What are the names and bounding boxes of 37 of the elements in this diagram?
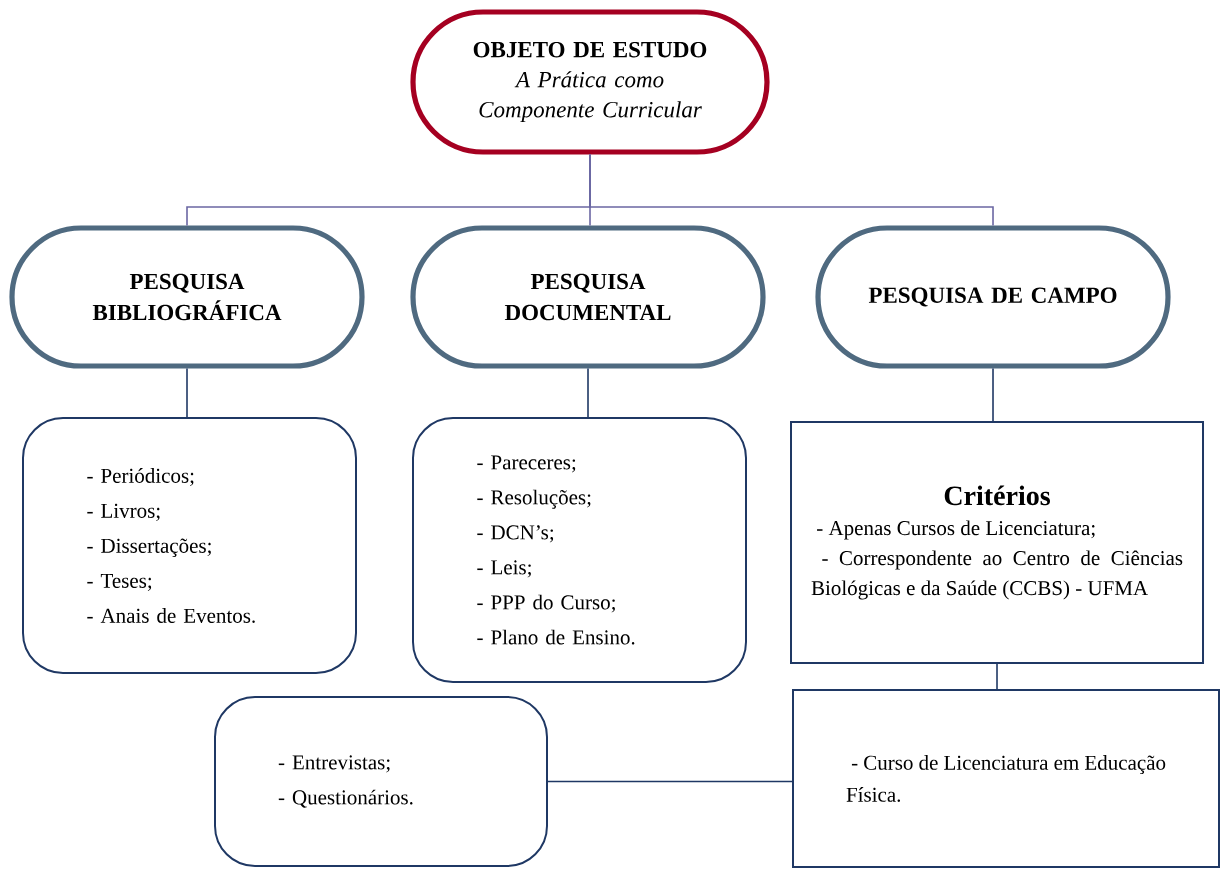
connector-line: [996, 663, 998, 690]
list-item: - Apenas Cursos de Licenciatura;: [817, 520, 1095, 540]
connector-line: [547, 780, 793, 783]
heading-text: PESQUISA DE CAMPO: [868, 287, 1117, 307]
category-pill: [410, 225, 766, 369]
list-item: - Teses;: [87, 573, 152, 591]
list-item: - Livros;: [87, 503, 160, 521]
course-box: [792, 689, 1220, 868]
criteria-box: [790, 421, 1204, 664]
list-item: - Plano de Ensino.: [477, 629, 635, 645]
connector-line: [587, 367, 589, 418]
connector-line: [186, 367, 188, 418]
connector-line: [992, 367, 994, 422]
list-item: - Questionários.: [278, 789, 413, 808]
box-heading: Critérios: [944, 485, 1050, 506]
list-item: - Periódicos;: [87, 468, 194, 486]
subtitle-text: A Prática como Componente Curricular: [479, 71, 702, 123]
heading-text: PESQUISA DOCUMENTAL: [504, 273, 671, 321]
list-box: [22, 417, 357, 674]
list-item: - Dissertações;: [87, 538, 211, 558]
category-pill: [9, 225, 365, 369]
category-pill: [815, 225, 1171, 369]
connector-line: [589, 153, 994, 227]
list-item: - PPP do Curso;: [477, 594, 615, 613]
list-box: [412, 417, 747, 683]
list-item: - DCN’s;: [477, 525, 554, 543]
body-text: - Curso de Licenciatura em Educação Física.: [846, 755, 1166, 802]
list-box: [214, 696, 548, 867]
heading-text: PESQUISA BIBLIOGRÁFICA: [92, 273, 282, 321]
heading-text: OBJETO DE ESTUDO: [473, 41, 707, 58]
title-pill: [410, 9, 770, 155]
list-item: - Pareceres;: [477, 455, 576, 473]
list-item: - Correspondente ao Centro de Ciências Biológicas e da Saúde (CCBS) - UFMA: [811, 550, 1183, 600]
list-item: - Leis;: [477, 560, 531, 578]
list-item: - Resoluções;: [477, 489, 591, 509]
list-item: - Anais de Eventos.: [87, 608, 255, 623]
list-item: - Entrevistas;: [278, 755, 390, 773]
